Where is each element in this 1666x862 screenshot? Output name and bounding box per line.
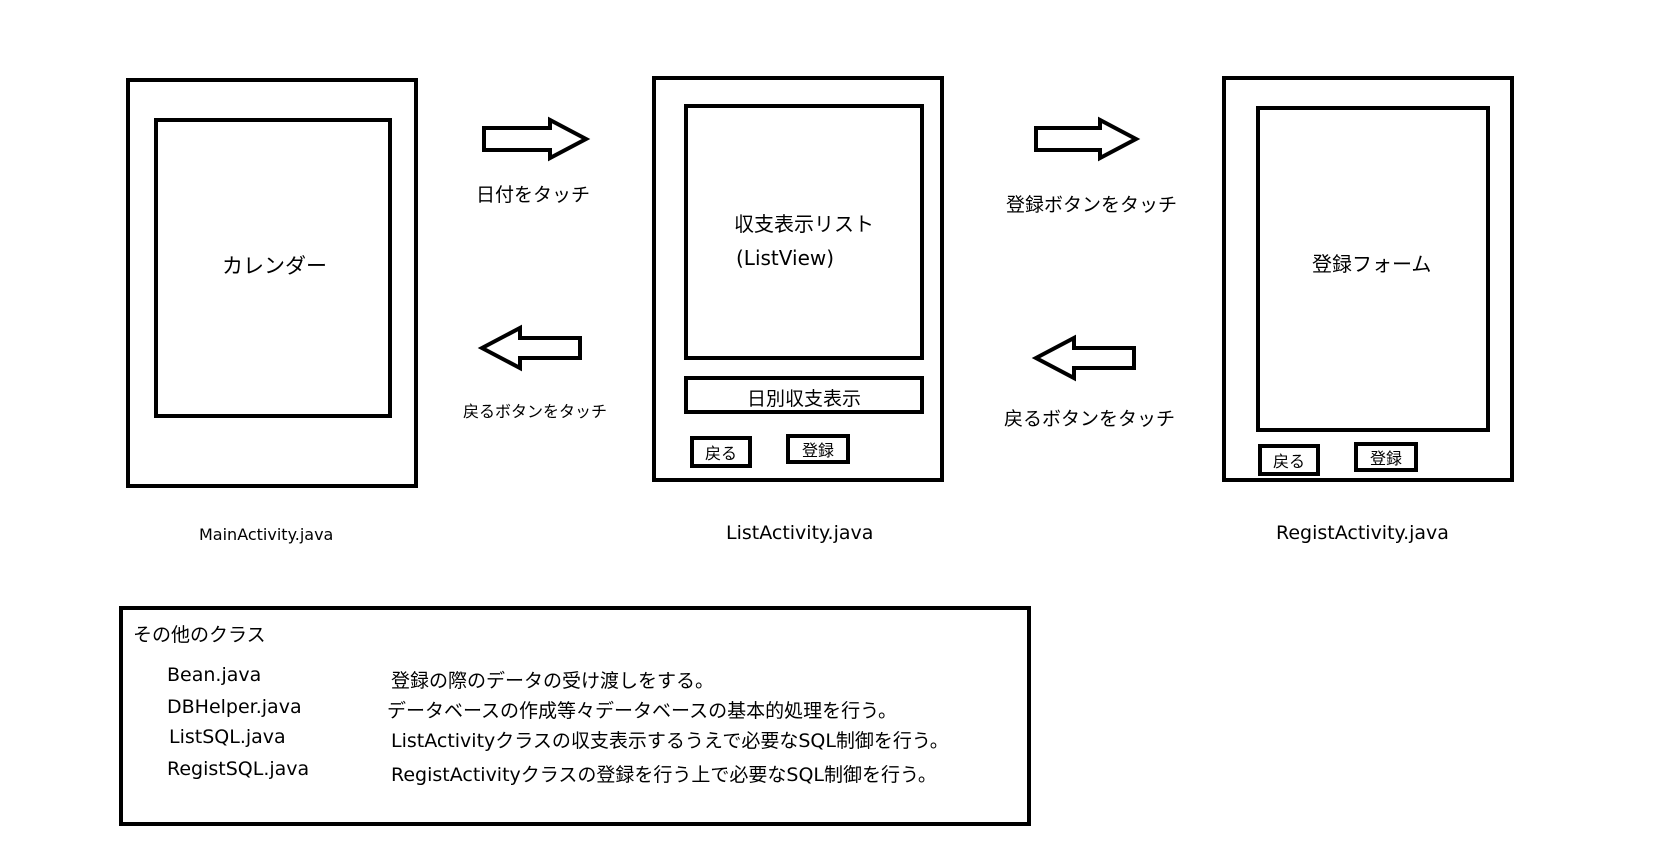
regist-register-button[interactable]: 登録: [1354, 442, 1418, 472]
calendar-panel: カレンダー: [154, 118, 392, 418]
arrow-right-icon: [482, 116, 591, 162]
class-description: ListActivityクラスの収支表示するうえで必要なSQL制御を行う。: [391, 730, 949, 752]
main-activity-screen: カレンダー: [126, 78, 418, 488]
regist-form-panel: 登録フォーム: [1256, 106, 1490, 432]
other-classes-panel: その他のクラス Bean.java 登録の際のデータの受け渡しをする。 DBHe…: [119, 606, 1031, 826]
class-name: DBHelper.java: [167, 696, 302, 718]
list-to-main-label: 戻るボタンをタッチ: [463, 402, 608, 421]
list-activity-file-label: ListActivity.java: [726, 522, 874, 544]
income-list-label: 収支表示リスト: [734, 212, 874, 236]
class-name: ListSQL.java: [169, 726, 286, 748]
arrow-left-icon: [1031, 334, 1136, 382]
list-activity-screen: 収支表示リスト (ListView) 日別収支表示 戻る 登録: [652, 76, 944, 482]
arrow-right-icon: [1034, 116, 1141, 162]
other-classes-title: その他のクラス: [133, 624, 266, 646]
income-list-panel: 収支表示リスト (ListView): [684, 104, 924, 360]
class-description: データベースの作成等々データベースの基本的処理を行う。: [387, 700, 897, 722]
listview-label: (ListView): [736, 246, 835, 270]
regist-back-button[interactable]: 戻る: [1258, 444, 1320, 476]
class-description: RegistActivityクラスの登録を行う上で必要なSQL制御を行う。: [391, 764, 937, 786]
regist-activity-screen: 登録フォーム 戻る 登録: [1222, 76, 1514, 482]
arrow-left-icon: [477, 324, 582, 372]
daily-summary-bar: 日別収支表示: [684, 376, 924, 414]
list-register-button[interactable]: 登録: [786, 434, 850, 464]
class-description: 登録の際のデータの受け渡しをする。: [391, 670, 715, 692]
regist-form-label: 登録フォーム: [1312, 252, 1432, 276]
class-name: Bean.java: [167, 664, 262, 686]
daily-summary-label: 日別収支表示: [746, 388, 861, 410]
list-back-button[interactable]: 戻る: [690, 436, 752, 468]
calendar-label: カレンダー: [222, 254, 327, 278]
list-to-regist-label: 登録ボタンをタッチ: [1006, 194, 1178, 216]
regist-activity-file-label: RegistActivity.java: [1276, 522, 1449, 544]
main-activity-file-label: MainActivity.java: [199, 525, 334, 544]
regist-to-list-label: 戻るボタンをタッチ: [1004, 408, 1176, 430]
class-name: RegistSQL.java: [167, 758, 310, 780]
main-to-list-label: 日付をタッチ: [476, 184, 591, 206]
